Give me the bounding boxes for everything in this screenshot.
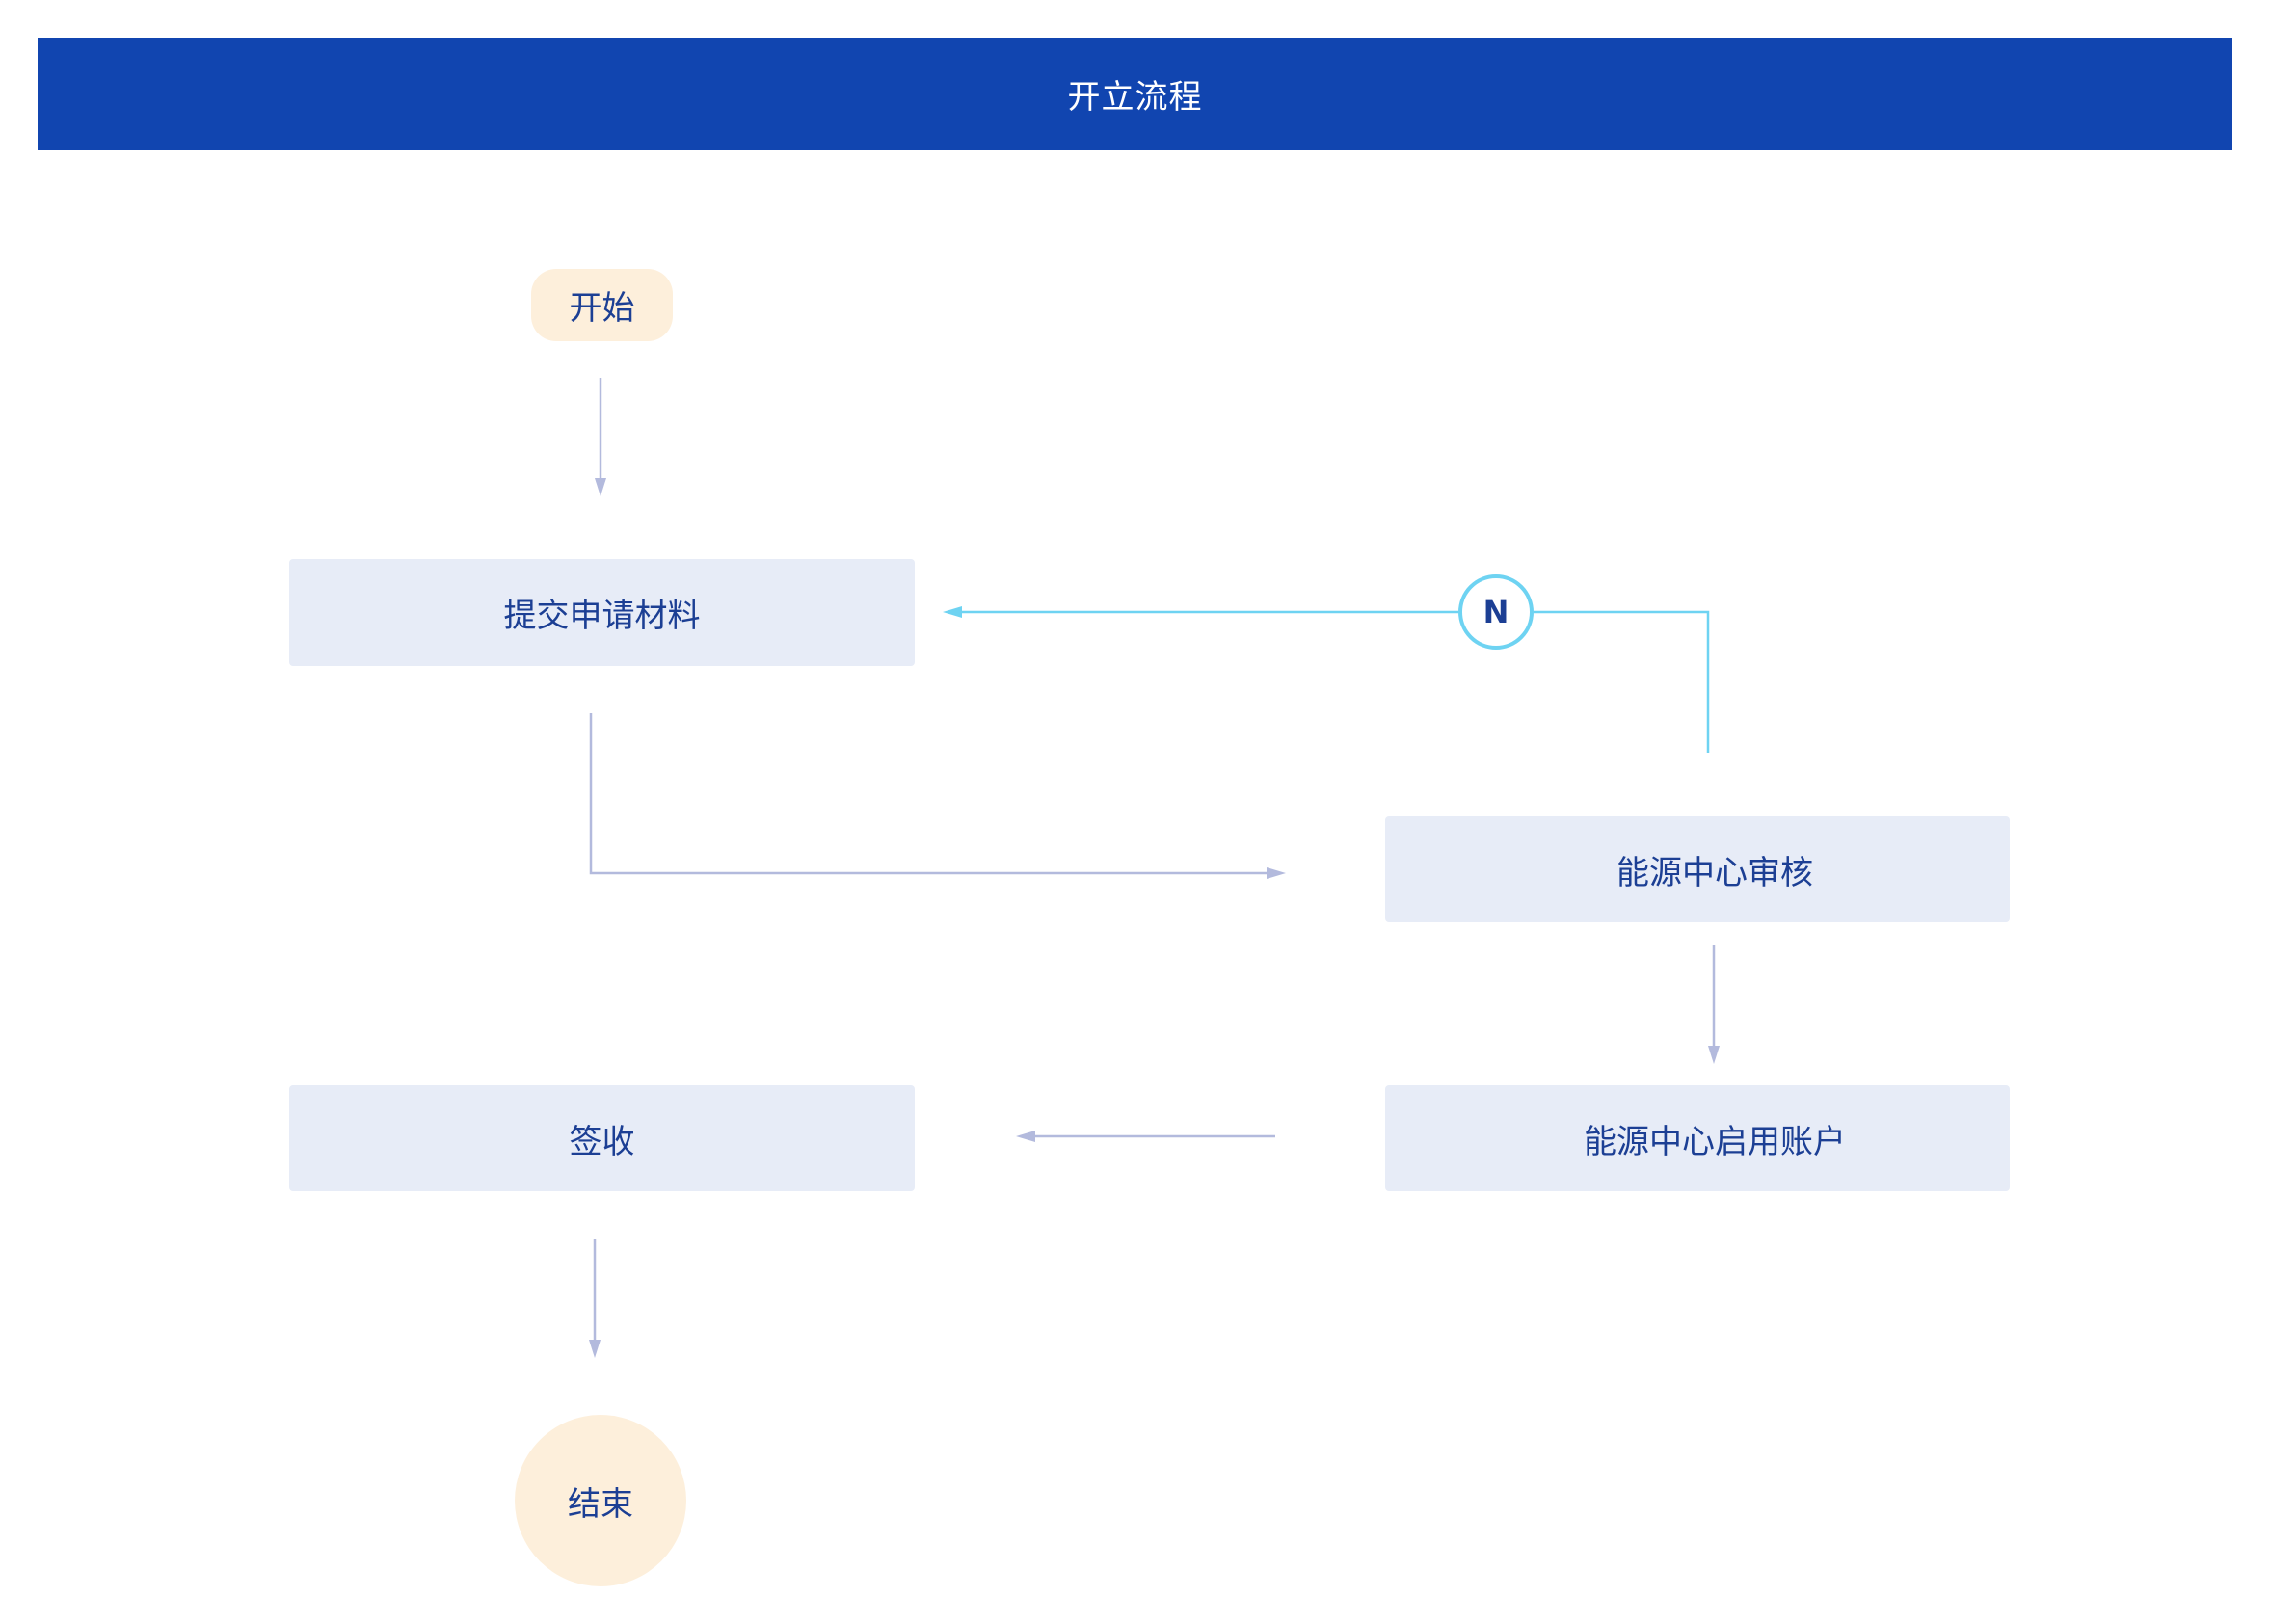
sign-receipt-node: 签收	[289, 1085, 915, 1191]
arrow-enable-to-sign-head	[1016, 1131, 1035, 1142]
energy-center-review-label: 能源中心审核	[1616, 853, 1813, 892]
title-bar: 开立流程	[38, 38, 2232, 150]
start-node: 开始	[531, 269, 673, 341]
arrow-review-to-enable-head	[1708, 1046, 1720, 1064]
arrow-submit-to-review-head	[1267, 867, 1286, 879]
reject-loop-upper-line	[1534, 610, 1710, 753]
page-title: 开立流程	[1067, 78, 1203, 117]
end-node-label: 结束	[568, 1484, 633, 1524]
reject-loop-arrow-head	[943, 606, 962, 618]
submit-materials-node: 提交申请材料	[289, 559, 915, 666]
energy-center-enable-account-label: 能源中心启用账户	[1584, 1122, 1846, 1161]
end-node: 结束	[515, 1415, 686, 1586]
start-node-label: 开始	[569, 289, 635, 328]
sign-receipt-label: 签收	[569, 1122, 635, 1161]
reject-decision-label: N	[1482, 594, 1509, 630]
energy-center-enable-account-node: 能源中心启用账户	[1385, 1085, 2010, 1191]
submit-materials-label: 提交申请材料	[503, 597, 701, 635]
arrow-sign-to-end-head	[589, 1340, 601, 1358]
arrow-submit-to-review-line	[589, 713, 1270, 875]
reject-decision-badge: N	[1458, 574, 1534, 650]
energy-center-review-node: 能源中心审核	[1385, 816, 2010, 922]
arrow-start-to-submit-head	[595, 478, 606, 496]
